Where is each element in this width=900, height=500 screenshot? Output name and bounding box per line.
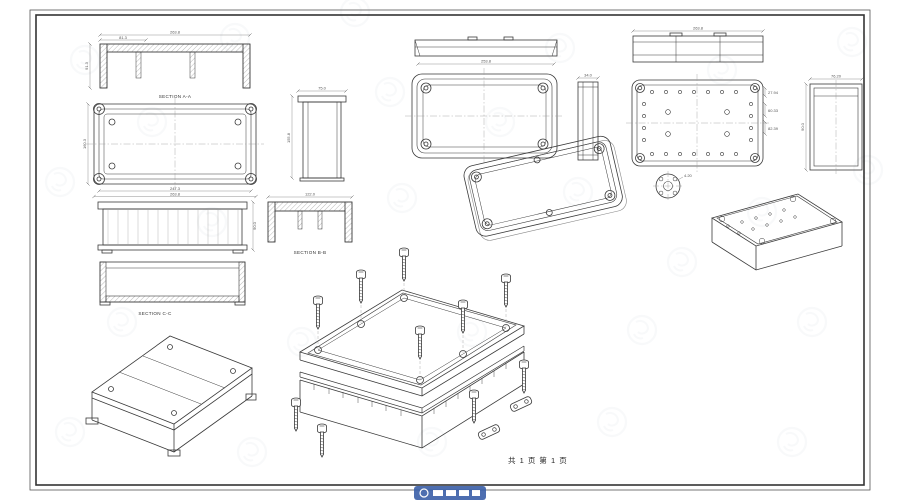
- view-lid-top-left: 247.3 263.8 160.3: [82, 98, 264, 199]
- section-a-label: SECTION A-A: [159, 94, 192, 99]
- section-b-label: SECTION B-B: [294, 250, 327, 255]
- base-floor-holes: [718, 195, 837, 245]
- view-a-dimensions: [88, 33, 252, 90]
- view-lid-edge: 253.8: [414, 36, 558, 66]
- view-boss-detail: 4.20: [653, 171, 693, 201]
- dim-text: 60.33: [768, 108, 779, 113]
- view-side-right: 76.20 90.0: [800, 74, 864, 174]
- section-c-label: SECTION C-C: [138, 311, 172, 316]
- dim-text: 263.8: [693, 26, 704, 31]
- view-end-elevation: 155.8 75.0: [286, 86, 348, 182]
- centerlines: [626, 74, 769, 172]
- mounting-feet: [476, 395, 534, 441]
- dim-text: 90.0: [800, 122, 805, 131]
- page-number-text: 共 1 页 第 1 页: [508, 455, 568, 465]
- view-base-isometric: [711, 193, 843, 271]
- footer-logo-watermark: [414, 486, 486, 500]
- dim-text: 247.3: [170, 186, 181, 191]
- dim-text: 75.0: [318, 86, 327, 91]
- centerlines: [405, 68, 564, 164]
- dim-text: 155.8: [286, 132, 291, 143]
- mounting-screws: [291, 359, 529, 458]
- border-inner: [35, 14, 865, 486]
- dim-text: 160.3: [82, 138, 87, 149]
- background-watermarks: [44, 0, 884, 468]
- view-side-elevation-left: 90.0: [97, 200, 257, 254]
- dim-text: 91.3: [84, 61, 89, 70]
- dim-text: 34.0: [584, 73, 593, 78]
- view-lid-isometric: [463, 135, 627, 241]
- view-section-a: 263.8 81.3 91.3 SECTION A-A: [84, 30, 252, 99]
- centerlines: [86, 98, 264, 190]
- dim-text: 253.8: [481, 59, 492, 64]
- view-n-dimensions: [804, 77, 864, 172]
- view-assembled-isometric: [85, 335, 257, 457]
- dim-text: 4.20: [684, 173, 693, 178]
- view-end-narrow: 34.0: [576, 73, 600, 161]
- base-hole-pattern: [642, 90, 753, 156]
- view-lid-top-middle: [405, 68, 564, 164]
- dim-text: 263.8: [170, 192, 181, 197]
- view-b-dimensions: [86, 102, 258, 199]
- view-base-edge: 263.8: [631, 26, 765, 63]
- dim-text: 122.0: [305, 192, 316, 197]
- view-exploded-assembly: [291, 247, 534, 458]
- dim-text: 82.39: [768, 126, 779, 131]
- view-section-b: 122.0 SECTION B-B: [266, 192, 354, 255]
- view-base-top: 27.94 60.33 82.39: [626, 74, 779, 172]
- dim-text: 90.0: [252, 221, 257, 230]
- screw-alignment-lines: [317, 283, 507, 380]
- view-section-c: SECTION C-C: [99, 261, 246, 316]
- dim-text: 76.20: [831, 74, 842, 79]
- view-e-dimensions: [290, 89, 348, 180]
- dim-text: 27.94: [768, 90, 779, 95]
- dim-text: 81.3: [119, 35, 128, 40]
- dim-text: 263.8: [170, 30, 181, 35]
- views-layer: 263.8 81.3 91.3 SECTION A-A 247.3 263.8 …: [82, 26, 864, 458]
